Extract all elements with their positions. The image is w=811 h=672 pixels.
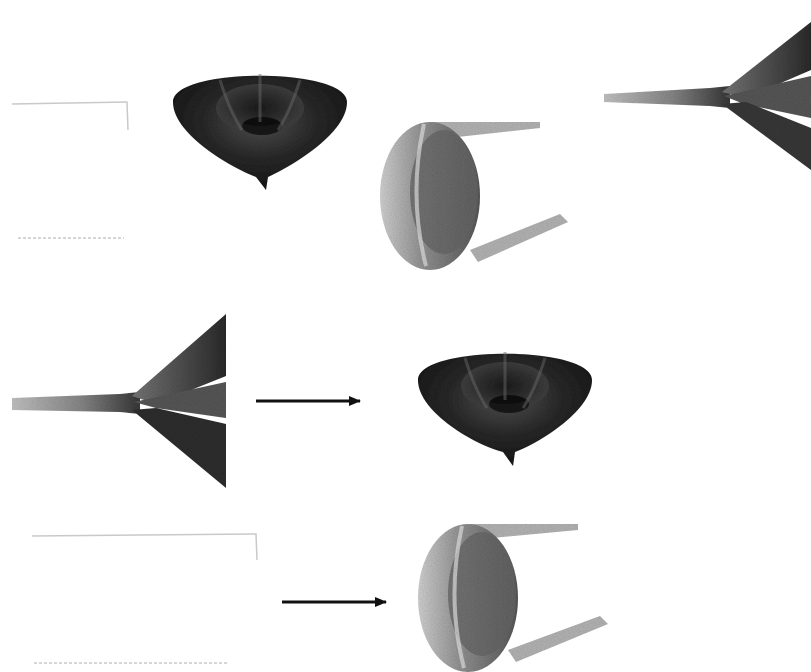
cylinder-shape-bottom: [418, 524, 608, 672]
trumpet-shape-middle: [12, 314, 226, 488]
cylinder-shape-top: [380, 122, 568, 270]
faint-frame-top-left: [12, 102, 128, 238]
cone-shape-middle: [418, 352, 592, 466]
faint-frame-bottom-left: [32, 534, 257, 663]
cone-shape-top: [173, 74, 347, 190]
trumpet-shape-top: [604, 22, 811, 170]
